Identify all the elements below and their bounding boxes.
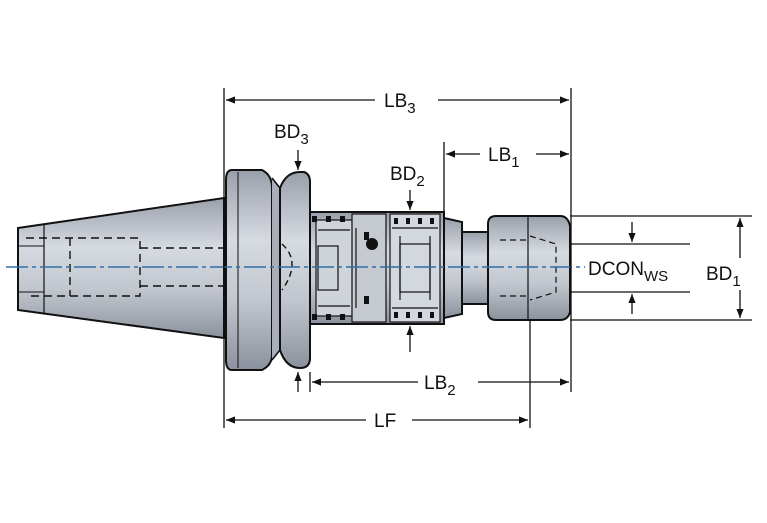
label-dcon: DCONWS <box>588 259 668 285</box>
tool-body <box>17 169 571 371</box>
dimension-lines <box>223 88 752 428</box>
label-lf: LF <box>374 411 396 432</box>
label-lb3: LB3 <box>384 91 416 117</box>
taper-shank <box>17 196 225 340</box>
flange <box>225 169 273 371</box>
label-lb2: LB2 <box>424 373 456 399</box>
flange-rear <box>279 171 311 370</box>
label-bd1: BD1 <box>706 264 741 290</box>
label-lb1: LB1 <box>488 145 520 171</box>
collet-head <box>487 215 571 321</box>
label-bd3: BD3 <box>274 122 309 148</box>
adjust-screw-icon <box>366 238 378 250</box>
label-bd2: BD2 <box>390 164 425 190</box>
